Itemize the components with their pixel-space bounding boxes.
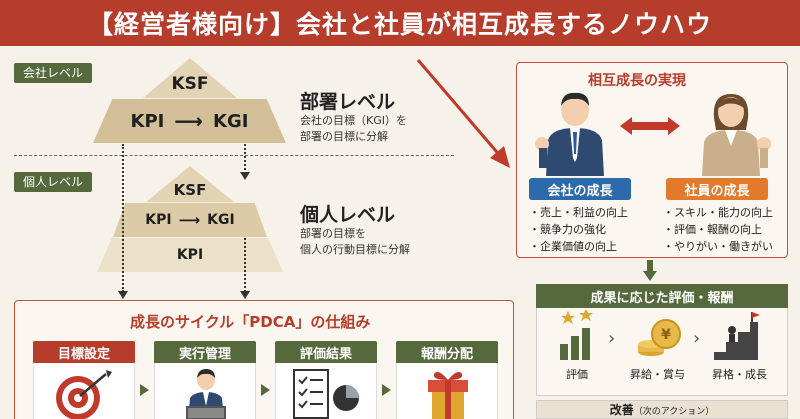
coin-stack-icon: ¥	[638, 319, 681, 356]
right-arrow-icon: ⟶	[178, 211, 201, 229]
pdca-step-evaluation: 評価結果	[275, 341, 377, 363]
improve-label: 改善	[609, 403, 634, 417]
arrow-right-icon	[261, 384, 270, 396]
reward-item-raise: 昇給・賞与	[630, 368, 685, 381]
employee-growth-label: 社員の成長	[666, 178, 768, 200]
arrow-down-icon	[643, 260, 657, 281]
pdca-step-execution: 実行管理	[154, 341, 256, 363]
list-item: ・企業価値の向上	[529, 240, 617, 253]
svg-text:¥: ¥	[661, 327, 671, 343]
right-arrow-icon: ⟶	[174, 109, 204, 133]
gift-icon	[428, 372, 468, 419]
company-growth-list: ・売上・利益の向上 ・競争力の強化 ・企業価値の向上	[529, 204, 628, 255]
cascade-line-left	[122, 144, 124, 292]
list-item: ・競争力の強化	[529, 223, 606, 236]
list-item: ・売上・利益の向上	[529, 206, 628, 219]
dept-level-desc: 会社の目標（KGI）を 部署の目標に分解	[300, 113, 407, 145]
target-icon	[56, 370, 112, 419]
checklist-icon	[293, 369, 359, 419]
individual-level-tag: 個人レベル	[14, 172, 93, 192]
pyramid-top-ksf: KSF	[143, 58, 237, 98]
improve-bar: 改善（次のアクション）	[536, 400, 788, 419]
individual-desc-line1: 部署の目標を	[300, 227, 366, 240]
dept-level-title: 部署レベル	[300, 91, 396, 113]
level-divider	[14, 155, 454, 156]
pdca-step-goal: 目標設定	[33, 341, 135, 363]
chevron-right-icon: ›	[693, 328, 701, 349]
businesswoman-icon	[702, 94, 771, 176]
list-item: ・やりがい・働きがい	[663, 240, 773, 253]
laptop-worker-icon	[186, 369, 226, 419]
pyramid-top-kpi-kgi: KPI ⟶ KGI	[93, 99, 286, 143]
pyramid-bottom-kpi-kgi: KPI ⟶ KGI	[113, 203, 267, 237]
arrow-down-icon	[240, 291, 250, 299]
double-arrow-icon	[620, 117, 680, 135]
kpi-label: KPI	[130, 110, 165, 132]
individual-desc-line2: 個人の行動目標に分解	[300, 243, 410, 256]
pyramid-bottom-kpi-base: KPI	[97, 238, 283, 272]
stairs-climb-icon	[714, 312, 760, 360]
dept-desc-line2: 部署の目標に分解	[300, 130, 388, 143]
reward-item-promotion: 昇格・成長	[712, 368, 767, 381]
arrow-right-icon	[382, 384, 391, 396]
arrow-right-icon	[140, 384, 149, 396]
improve-sub: （次のアクション）	[633, 407, 715, 417]
cascade-line-right	[244, 238, 246, 292]
kpi-label: KPI	[145, 212, 172, 228]
dept-desc-line1: 会社の目標（KGI）を	[300, 114, 407, 127]
kgi-label: KGI	[213, 110, 249, 132]
cascade-line-mid	[244, 144, 246, 174]
employee-growth-list: ・スキル・能力の向上 ・評価・報酬の向上 ・やりがい・働きがい	[663, 204, 773, 255]
pdca-step-reward: 報酬分配	[396, 341, 498, 363]
pdca-title: 成長のサイクル「PDCA」の仕組み	[130, 313, 371, 331]
individual-level-title: 個人レベル	[300, 204, 396, 226]
pyramid-bottom-ksf: KSF	[146, 166, 234, 202]
kgi-label: KGI	[207, 212, 235, 228]
company-growth-label: 会社の成長	[529, 178, 631, 200]
reward-title: 成果に応じた評価・報酬	[536, 284, 788, 308]
flow-arrow-icon	[416, 59, 510, 168]
businessman-icon	[535, 92, 604, 176]
mutual-growth-title: 相互成長の実現	[588, 73, 686, 89]
page-title: 【経営者様向け】会社と社員が相互成長するノウハウ	[0, 0, 800, 46]
list-item: ・評価・報酬の向上	[663, 223, 762, 236]
bar-chart-icon	[560, 310, 593, 360]
chevron-right-icon: ›	[608, 328, 616, 349]
arrow-down-icon	[240, 172, 250, 180]
arrow-down-icon	[118, 291, 128, 299]
individual-level-desc: 部署の目標を 個人の行動目標に分解	[300, 226, 410, 258]
company-level-tag: 会社レベル	[14, 63, 93, 83]
reward-item-evaluation: 評価	[566, 368, 588, 381]
list-item: ・スキル・能力の向上	[663, 206, 773, 219]
